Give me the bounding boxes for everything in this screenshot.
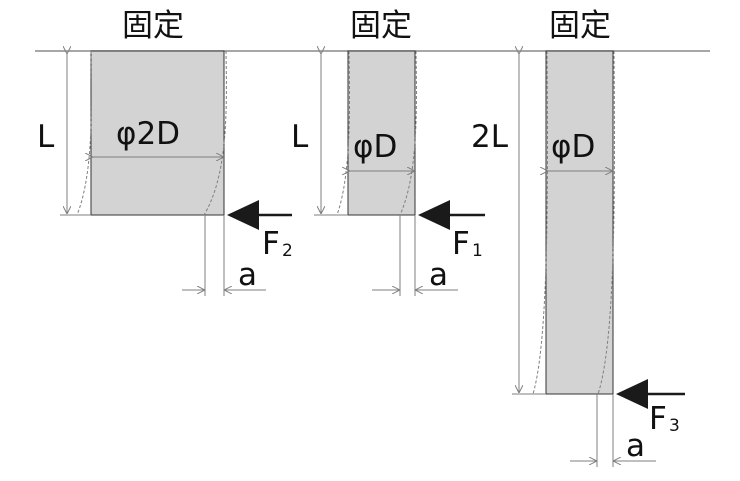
diameter-label-1: φ2D [116, 116, 180, 152]
force-label-3: F [649, 401, 667, 437]
force-sub-2: 1 [472, 241, 483, 261]
fixed-label-1: 固定 [122, 8, 184, 44]
beam-column-1: L φ2D F 2 a [37, 51, 293, 296]
force-sub-3: 3 [669, 416, 680, 436]
force-sub-1: 2 [282, 241, 293, 261]
fixed-label-3: 固定 [549, 8, 611, 44]
diameter-label-3: φD [551, 129, 595, 165]
force-label-2: F [452, 226, 470, 262]
deflection-curve-3b [532, 50, 548, 395]
length-label-3: 2L [471, 119, 509, 155]
offset-label-1: a [238, 257, 257, 293]
beam-bar-3 [545, 50, 614, 395]
beam-bar-1 [90, 50, 225, 216]
deflection-curve-2b [336, 50, 351, 216]
length-label-2: L [291, 119, 309, 155]
offset-label-3: a [626, 428, 645, 464]
beam-column-2: L φD F 1 a [291, 51, 485, 296]
beam-column-3: 2L φD F 3 a [471, 51, 685, 467]
force-label-1: F [262, 226, 280, 262]
deflection-curve-1a [203, 50, 227, 216]
offset-label-2: a [429, 257, 448, 293]
fixed-label-2: 固定 [350, 8, 412, 44]
deflection-curve-3a [597, 50, 615, 395]
deflection-curve-2a [399, 50, 417, 216]
beam-bar-2 [347, 50, 416, 216]
diameter-label-2: φD [353, 129, 397, 165]
length-label-1: L [37, 119, 55, 155]
deflection-curve-1b [76, 50, 92, 216]
force-arrow-head-1 [227, 200, 259, 230]
force-arrow-head-2 [418, 200, 450, 230]
force-arrow-head-3 [616, 379, 648, 409]
